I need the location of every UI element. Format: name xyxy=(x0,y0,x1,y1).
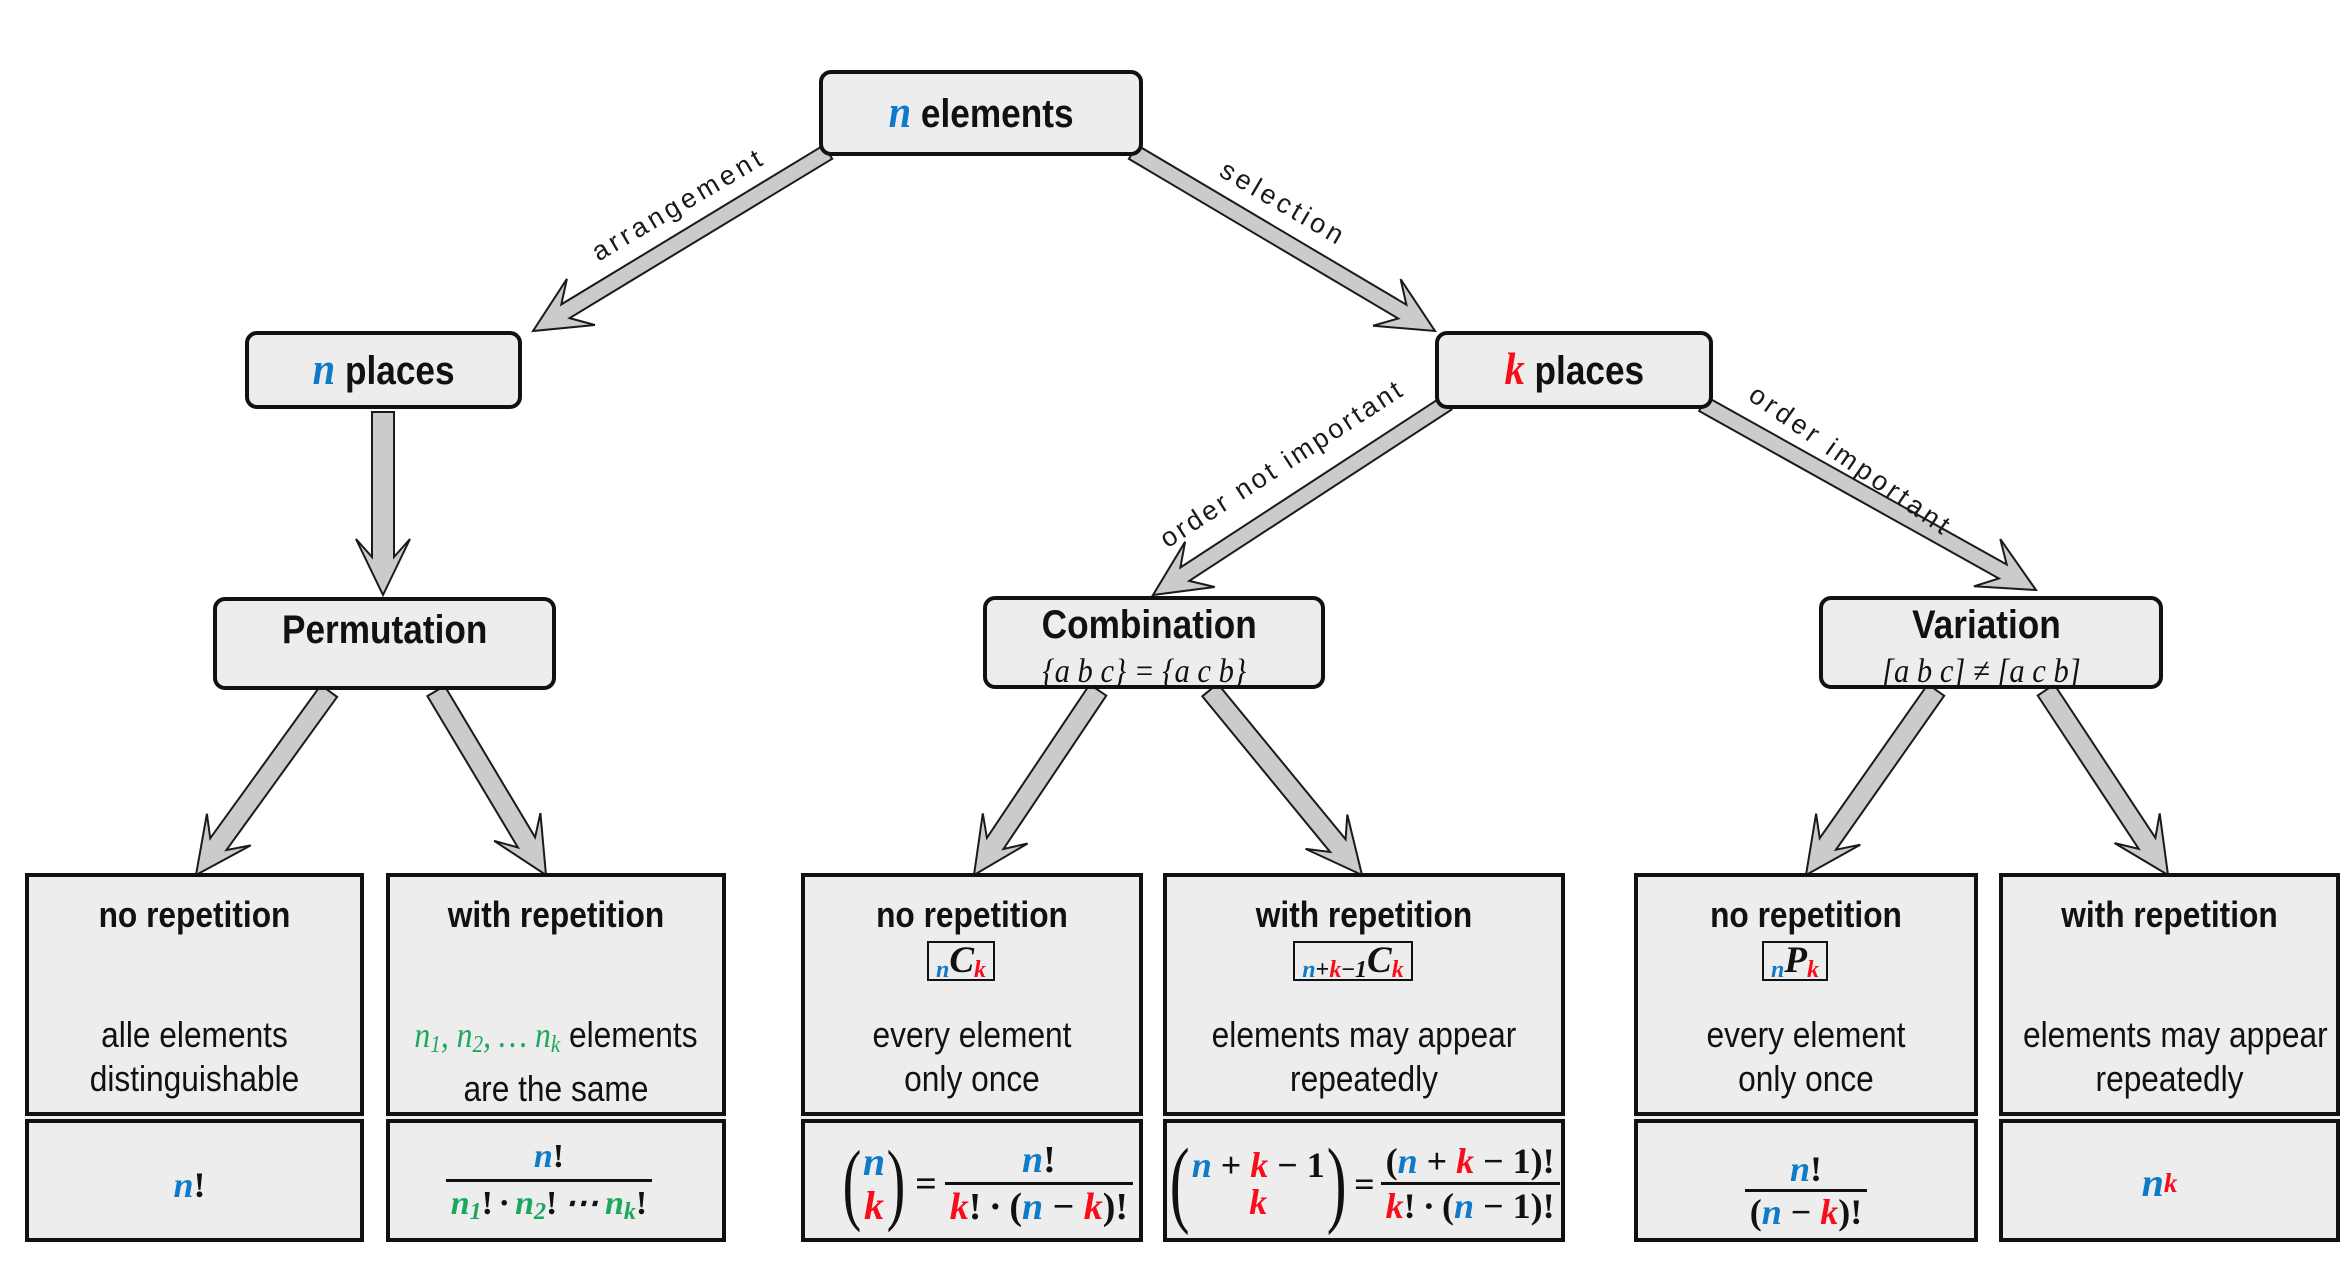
svg-text:order important: order important xyxy=(1744,379,1959,542)
svg-text:order not important: order not important xyxy=(1154,373,1409,553)
